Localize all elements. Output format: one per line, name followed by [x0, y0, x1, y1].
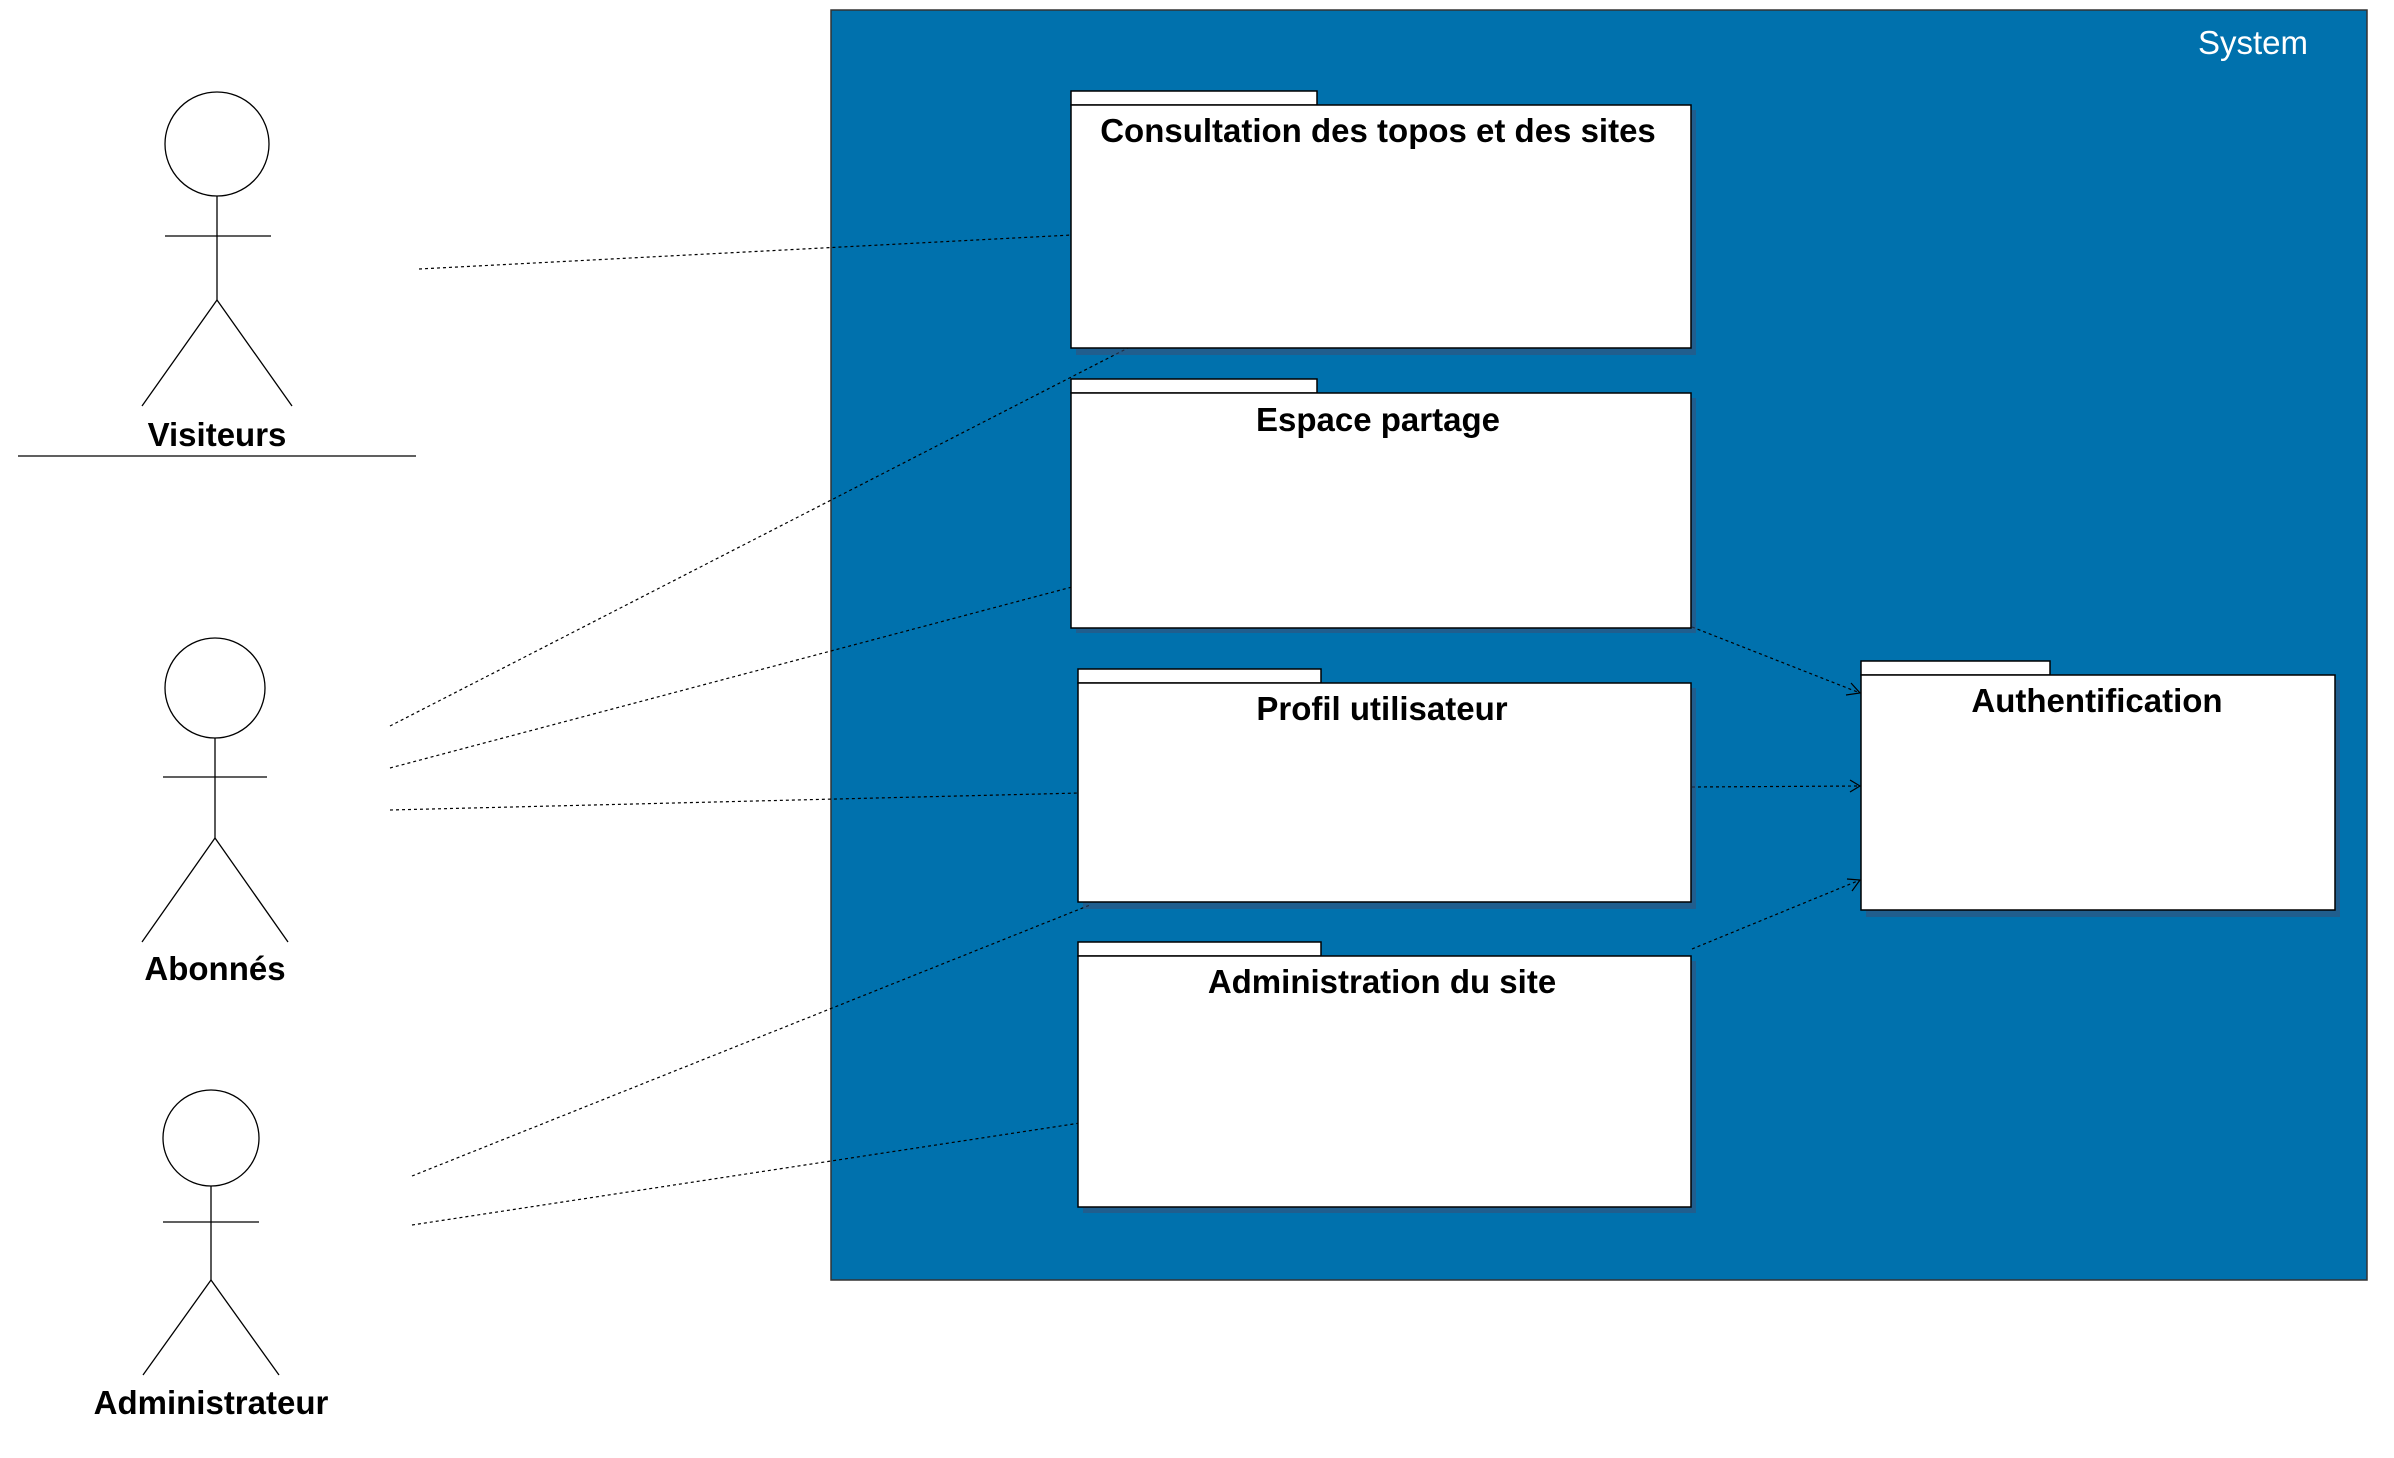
association-abonnes-consultation — [389, 347, 1129, 727]
package-espace-label: Espace partage — [1256, 401, 1500, 438]
association-abonnes-espace — [389, 586, 1073, 769]
package-administration[interactable]: Administration du site — [1077, 941, 1696, 1213]
actor-visiteurs[interactable]: Visiteurs — [18, 91, 416, 457]
actor-visiteurs-label: Visiteurs — [148, 416, 287, 453]
actor-visiteurs-leg-left — [141, 299, 218, 407]
actor-visiteurs-head — [164, 91, 270, 197]
dependency-administration-auth-arrowhead — [1846, 878, 1862, 892]
actor-administrateur[interactable]: Administrateur — [94, 1089, 329, 1421]
package-consultation-tab — [1070, 90, 1318, 106]
association-administrateur-administration — [411, 1122, 1081, 1226]
package-espace[interactable]: Espace partage — [1070, 378, 1696, 633]
actor-abonnes-head — [164, 637, 266, 739]
package-auth-body — [1860, 674, 2336, 911]
package-consultation-body — [1070, 104, 1692, 349]
actor-administrateur-leg-right — [210, 1279, 280, 1376]
package-profil-body — [1077, 682, 1692, 903]
dependency-profil-auth — [1691, 785, 1861, 788]
package-profil-tab — [1077, 668, 1322, 684]
association-administrateur-profil — [411, 904, 1091, 1177]
package-administration-tab — [1077, 941, 1322, 957]
associations — [389, 234, 1129, 1226]
dependency-espace-auth — [1691, 626, 1861, 694]
dependency-administration-auth — [1691, 879, 1861, 950]
actor-administrateur-label: Administrateur — [94, 1384, 329, 1421]
package-consultation[interactable]: Consultation des topos et des sites — [1070, 90, 1696, 355]
package-profil-label: Profil utilisateur — [1256, 690, 1507, 727]
package-auth-tab — [1860, 660, 2051, 676]
dependency-profil-auth-arrowhead — [1849, 779, 1862, 793]
association-visiteurs-consultation — [418, 234, 1073, 270]
package-profil[interactable]: Profil utilisateur — [1077, 668, 1696, 909]
system-label: System — [2198, 24, 2308, 61]
actor-abonnes-label: Abonnés — [144, 950, 285, 987]
package-auth-label: Authentification — [1971, 682, 2222, 719]
actor-administrateur-leg-left — [142, 1279, 212, 1376]
package-administration-body — [1077, 955, 1692, 1208]
actor-abonnes-leg-left — [141, 837, 216, 943]
actor-abonnes[interactable]: Abonnés — [141, 637, 289, 987]
association-abonnes-profil — [389, 792, 1081, 811]
actor-visiteurs-leg-right — [216, 299, 293, 407]
dependencies — [1691, 626, 1862, 950]
dependency-espace-auth-arrowhead — [1845, 682, 1862, 696]
package-espace-body — [1070, 392, 1692, 629]
actor-administrateur-head — [162, 1089, 260, 1187]
package-consultation-label: Consultation des topos et des sites — [1100, 112, 1656, 149]
package-auth[interactable]: Authentification — [1860, 660, 2340, 917]
package-administration-label: Administration du site — [1208, 963, 1556, 1000]
package-espace-tab — [1070, 378, 1318, 394]
actor-abonnes-leg-right — [214, 837, 289, 943]
